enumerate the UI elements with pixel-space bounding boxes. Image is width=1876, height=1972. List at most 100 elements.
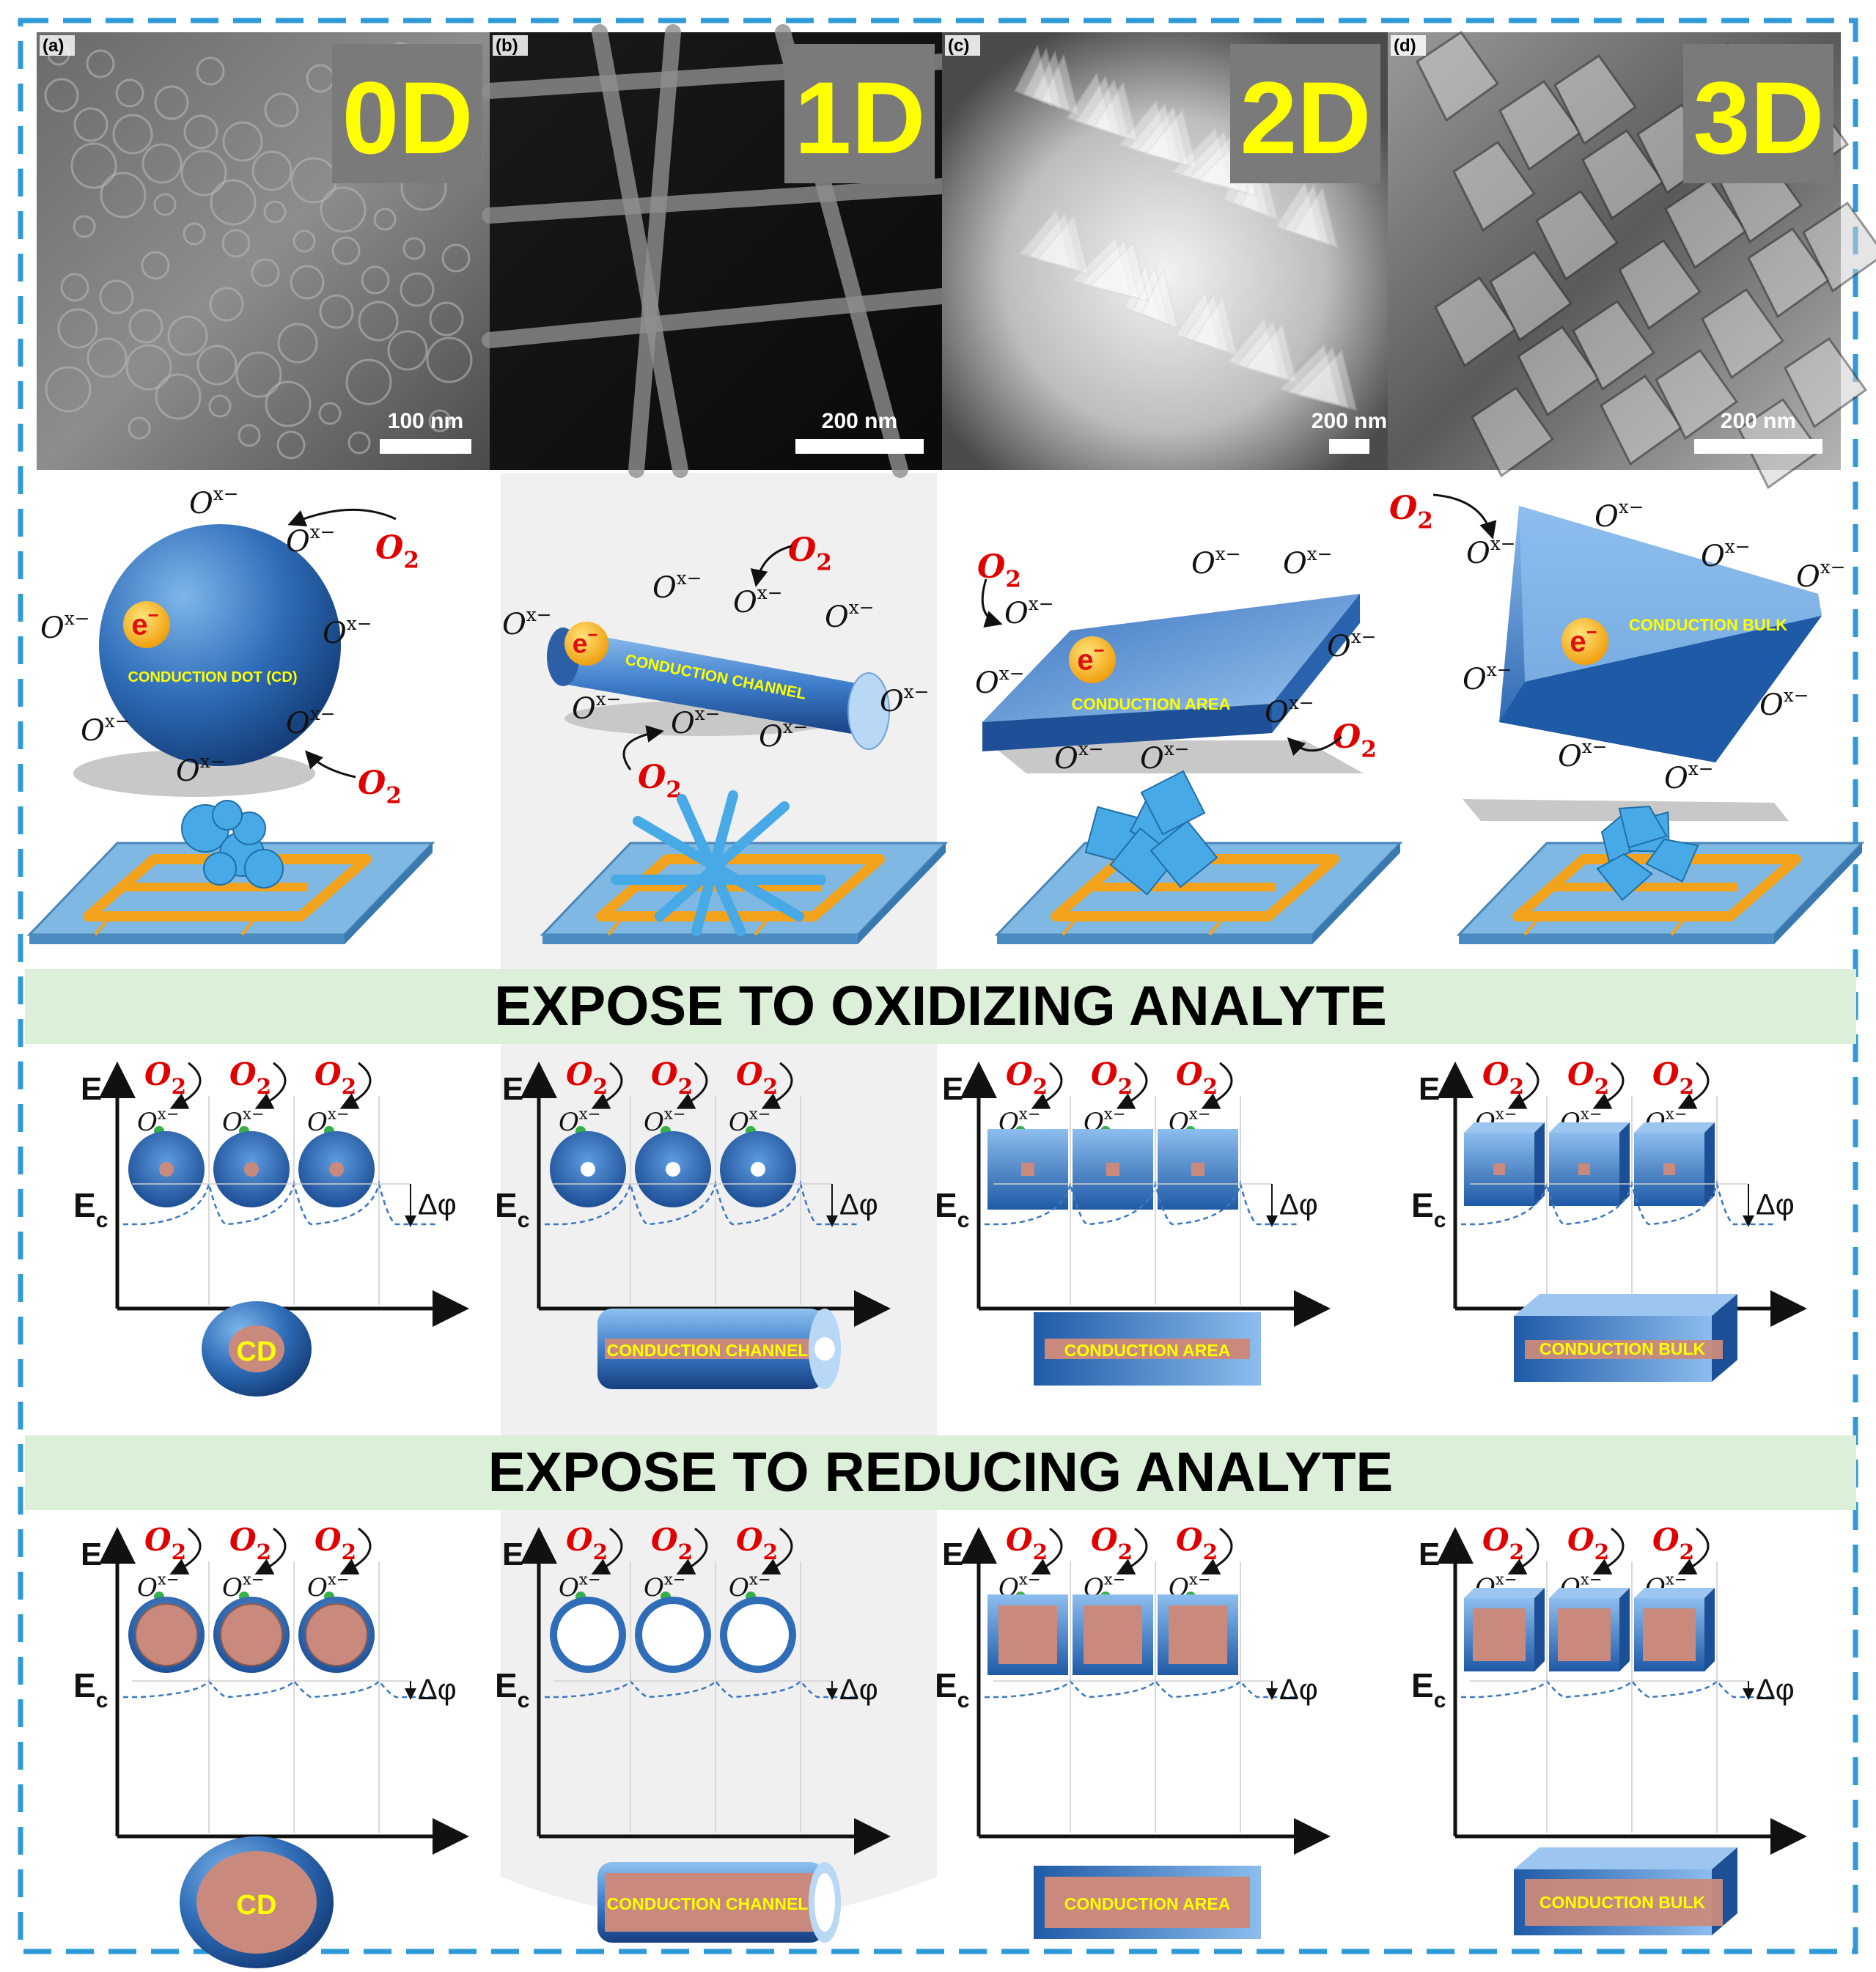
oxygen-ion-charge: x− bbox=[1666, 1570, 1688, 1589]
oxygen-ion-label: Ox− bbox=[1004, 593, 1054, 630]
crystal-bottom-face bbox=[1499, 616, 1822, 762]
nanoparticle-texture bbox=[100, 172, 147, 218]
oxidizing-banner: EXPOSE TO OXIDIZING ANALYTE bbox=[25, 969, 1856, 1044]
panel-letter-bg bbox=[40, 35, 75, 56]
nanosheet-texture bbox=[1075, 75, 1122, 137]
conduction-channel-core bbox=[605, 1873, 817, 1932]
o2-molecule-label: O2 bbox=[736, 1522, 778, 1564]
interdigitated-electrode bbox=[1051, 854, 1339, 921]
nanoparticle-texture bbox=[400, 272, 435, 307]
conduction-area-core bbox=[1045, 1339, 1250, 1359]
nanoparticle-texture bbox=[441, 243, 471, 273]
axis-ec-label: Ec bbox=[1411, 1186, 1446, 1232]
oxygen-ion-charge: x− bbox=[664, 1570, 686, 1589]
nanosheet-texture bbox=[1192, 295, 1239, 357]
axis-e-label: E bbox=[1419, 1071, 1440, 1107]
conduction-bulk-core bbox=[1525, 1340, 1723, 1359]
bulk-side-face bbox=[1712, 1294, 1737, 1382]
axis-ec-label: Ec bbox=[1411, 1666, 1446, 1712]
o2-subscript: 2 bbox=[593, 1073, 608, 1099]
electrode-lead bbox=[607, 915, 625, 936]
axis-e-label: E bbox=[1419, 1537, 1440, 1572]
electrode-lead bbox=[1523, 915, 1541, 936]
o2-base: O bbox=[1482, 1056, 1509, 1092]
o2-subscript: 2 bbox=[1680, 1539, 1694, 1564]
oxygen-ion-charge: x− bbox=[596, 688, 622, 710]
conduction-core bbox=[1473, 1608, 1526, 1661]
nanoparticle-texture bbox=[265, 380, 312, 427]
oxidizing-banner-text: EXPOSE TO OXIDIZING ANALYTE bbox=[494, 975, 1387, 1037]
sensor-substrate-side bbox=[1312, 843, 1400, 944]
oxygen-ion-base: O bbox=[652, 571, 677, 605]
sensor-substrate-edge bbox=[29, 935, 345, 944]
oxygen-ion-label: Ox− bbox=[975, 663, 1025, 700]
electron-icon bbox=[123, 601, 170, 648]
oxygen-ion-label: Ox− bbox=[559, 1570, 600, 1603]
adsorption-arrow bbox=[1031, 1062, 1063, 1109]
sensor-chip bbox=[994, 842, 1403, 944]
oxygen-ion-label: Ox− bbox=[1463, 659, 1512, 696]
oxygen-ion-base: O bbox=[1463, 663, 1487, 696]
o2-base: O bbox=[1176, 1056, 1203, 1092]
nanoparticle-texture bbox=[60, 273, 89, 302]
nanoparticle-texture bbox=[263, 200, 287, 224]
o2-molecule-label: O2 bbox=[1176, 1056, 1218, 1099]
o2-base: O bbox=[788, 531, 816, 569]
oxygen-ion-charge: x− bbox=[1784, 685, 1809, 706]
plate-front-edge bbox=[982, 704, 1272, 751]
conduction-core bbox=[1578, 1163, 1590, 1175]
oxygen-ion-base: O bbox=[1701, 540, 1725, 573]
dimension-label: 1D bbox=[795, 60, 926, 175]
dimension-label: 3D bbox=[1693, 60, 1825, 175]
oxygen-ion-charge: x− bbox=[579, 1570, 601, 1589]
barrier-height-label: Δφ bbox=[1279, 1674, 1318, 1706]
oxygen-ion-label: Ox− bbox=[1594, 496, 1644, 534]
nanoparticle-texture bbox=[235, 351, 282, 398]
o2-molecule-label: O2 bbox=[977, 548, 1021, 592]
scale-bar bbox=[1694, 439, 1822, 454]
oxygen-ion-charge: x− bbox=[749, 1105, 771, 1123]
oxygen-ion-charge: x− bbox=[1351, 626, 1377, 647]
conduction-core bbox=[244, 1162, 259, 1177]
oxygen-ion-base: O bbox=[1466, 537, 1490, 570]
oxygen-ion-base: O bbox=[1327, 630, 1351, 663]
nanosheet-texture bbox=[1274, 180, 1321, 243]
nanoparticle-texture bbox=[276, 430, 306, 460]
adsorption-arrow bbox=[1432, 493, 1497, 540]
oxygen-ion-charge: x− bbox=[328, 1105, 350, 1123]
oxygen-ion-base: O bbox=[572, 692, 596, 726]
oxygen-ion-base: O bbox=[1759, 688, 1784, 722]
nanosheet-texture bbox=[1088, 241, 1149, 303]
oxygen-ion-charge: x− bbox=[1496, 1570, 1518, 1589]
nanosheet-texture bbox=[1292, 186, 1339, 249]
o2-base: O bbox=[736, 1522, 763, 1558]
adsorption-arrow bbox=[1592, 1062, 1625, 1109]
oxygen-ion-label: Ox− bbox=[1265, 692, 1314, 729]
oxygen-ion-base: O bbox=[1054, 742, 1078, 776]
axis-ec-subscript: c bbox=[957, 1208, 970, 1232]
adsorption-arrow bbox=[591, 1527, 623, 1575]
scale-bar-label: 200 nm bbox=[822, 409, 897, 433]
oxygen-ion-base: O bbox=[1283, 547, 1307, 581]
adsorption-arrow bbox=[304, 750, 356, 779]
nanocrystal bbox=[1596, 853, 1653, 902]
channel-core bbox=[727, 1604, 789, 1666]
electrode-lead bbox=[754, 915, 771, 936]
nanoparticle-texture bbox=[57, 308, 98, 349]
crystal-texture bbox=[1489, 250, 1573, 342]
nanoparticle-texture bbox=[428, 409, 452, 433]
interdigitated-electrode bbox=[83, 854, 372, 921]
o2-molecule-label: O2 bbox=[1567, 1056, 1609, 1099]
nanofiber-texture bbox=[482, 178, 950, 224]
nanoparticle bbox=[244, 849, 284, 888]
o2-subscript: 2 bbox=[403, 547, 419, 573]
electron-charge: − bbox=[1586, 622, 1597, 643]
oxygen-ion-charge: x− bbox=[243, 1105, 265, 1123]
adsorption-arrow bbox=[1116, 1527, 1148, 1575]
oxygen-ion-charge: x− bbox=[1307, 543, 1333, 564]
conduction-core bbox=[1558, 1608, 1611, 1661]
adsorption-arrow bbox=[1287, 735, 1342, 757]
dimension-badge bbox=[1230, 44, 1380, 183]
oxygen-ion-base: O bbox=[1140, 742, 1164, 776]
oxygen-ion-label: Ox− bbox=[286, 521, 336, 559]
